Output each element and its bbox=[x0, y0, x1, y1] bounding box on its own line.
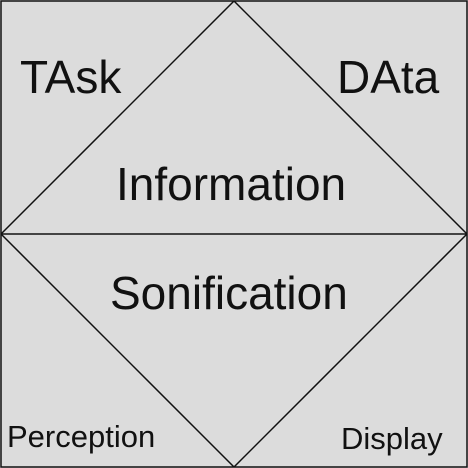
sonification-label: Sonification bbox=[110, 267, 348, 319]
upper-right-diagonal bbox=[233, 0, 468, 235]
data-label: DAta bbox=[337, 51, 440, 103]
information-label: Information bbox=[116, 158, 347, 210]
perception-label: Perception bbox=[7, 419, 156, 454]
display-label: Display bbox=[341, 421, 443, 456]
task-label: TAsk bbox=[20, 51, 122, 103]
lower-right-diagonal bbox=[233, 233, 468, 468]
upper-left-diagonal bbox=[0, 0, 235, 235]
lower-left-diagonal bbox=[0, 233, 235, 468]
